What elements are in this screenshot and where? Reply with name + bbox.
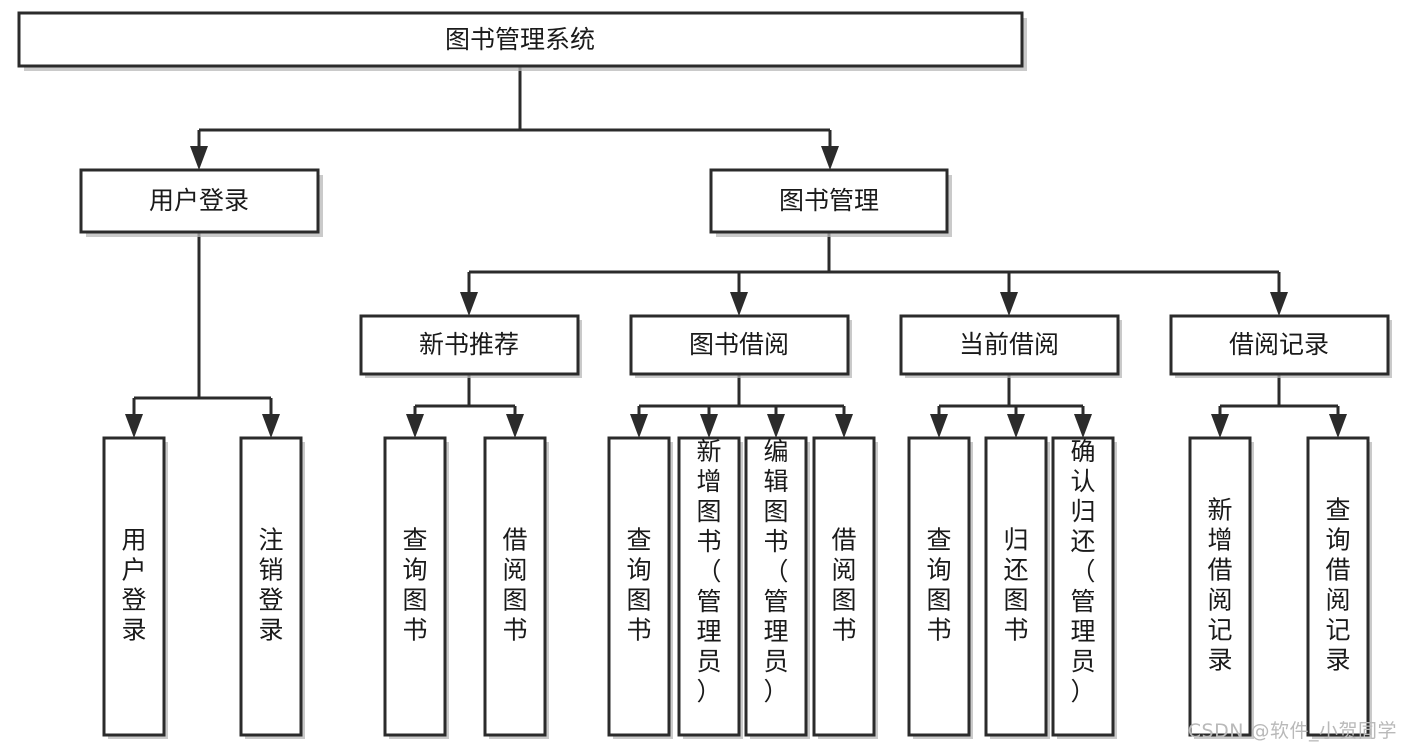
connector-current-borrow-bus [937,374,1085,418]
connector-borrow-records-bus [1218,374,1340,418]
node-new-book-recommend[interactable]: 新书推荐 [359,314,582,378]
arrow-to-leaf-query-book-3 [930,414,948,438]
arrow-to-user-login [190,146,208,170]
arrow-to-leaf-logout-login [262,414,280,438]
connector-user-login-bus [132,232,273,416]
node-leaf-edit-book-admin-box[interactable] [744,436,808,737]
node-leaf-user-login-box[interactable] [102,436,166,737]
node-leaf-add-borrow-record[interactable]: 新增借阅记录 [1188,436,1254,739]
node-leaf-logout-login-label: 注销登录 [258,526,283,645]
node-leaf-query-book-2[interactable]: 查询图书 [607,436,673,739]
node-leaf-edit-book-admin-label: 编辑图书（管理员） [763,437,788,706]
node-book-borrow-label: 图书借阅 [689,330,789,359]
arrow-to-leaf-return-book [1007,414,1025,438]
node-leaf-edit-book-admin[interactable]: 编辑图书（管理员） [744,436,810,739]
node-leaf-user-login-label: 用户登录 [121,526,146,645]
node-borrow-records-label: 借阅记录 [1229,330,1329,359]
node-new-book-recommend-label: 新书推荐 [419,330,519,359]
arrow-to-leaf-add-borrow-record [1211,414,1229,438]
node-root-label: 图书管理系统 [445,25,595,54]
node-book-management[interactable]: 图书管理 [709,168,952,237]
node-leaf-borrow-book-2-label: 借阅图书 [831,526,856,645]
node-leaf-query-book-1[interactable]: 查询图书 [383,436,449,739]
connector-new-book-recommend-bus [413,374,517,418]
node-leaf-add-book-admin[interactable]: 新增图书（管理员） [677,436,743,739]
arrow-to-leaf-borrow-book-2 [835,414,853,438]
node-leaf-add-borrow-record-box[interactable] [1188,436,1252,737]
node-leaf-return-book[interactable]: 归还图书 [984,436,1050,739]
node-leaf-confirm-return-admin-label: 确认归还（管理员） [1070,437,1095,706]
arrow-to-leaf-borrow-book-1 [506,414,524,438]
node-current-borrow-label: 当前借阅 [959,330,1059,359]
arrow-to-leaf-add-book-admin [700,414,718,438]
connector-layer [125,66,1347,438]
connector-book-management-bus [467,232,1281,294]
node-leaf-query-book-1-label: 查询图书 [402,526,427,645]
node-leaf-logout-login-box[interactable] [239,436,303,737]
node-leaf-borrow-book-2-box[interactable] [812,436,876,737]
node-user-login-label: 用户登录 [149,186,249,215]
connector-book-borrow-bus [637,374,846,418]
arrow-to-book-borrow [730,292,748,316]
node-leaf-logout-login[interactable]: 注销登录 [239,436,305,739]
node-leaf-query-book-3-label: 查询图书 [926,526,951,645]
node-leaf-return-book-label: 归还图书 [1003,526,1028,645]
node-leaf-confirm-return-admin-box[interactable] [1051,436,1115,737]
node-current-borrow[interactable]: 当前借阅 [899,314,1122,378]
node-book-management-box[interactable] [709,168,949,234]
arrow-to-current-borrow [1000,292,1018,316]
node-new-book-recommend-box[interactable] [359,314,580,376]
node-current-borrow-box[interactable] [899,314,1120,376]
connector-root-bus [197,66,832,148]
arrow-to-borrow-records [1270,292,1288,316]
node-root[interactable]: 图书管理系统 [17,11,1027,71]
node-leaf-add-borrow-record-label: 新增借阅记录 [1207,496,1232,675]
node-leaf-query-book-3[interactable]: 查询图书 [907,436,973,739]
node-leaf-query-borrow-record-label: 查询借阅记录 [1325,496,1350,675]
node-user-login[interactable]: 用户登录 [79,168,323,237]
node-leaf-borrow-book-1[interactable]: 借阅图书 [483,436,549,739]
node-root-box[interactable] [17,11,1024,68]
node-leaf-add-book-admin-box[interactable] [677,436,741,737]
leaf-nodes-layer: 用户登录 注销登录 查询图书 借阅图书 查询图书 [102,436,1372,739]
node-leaf-query-book-1-box[interactable] [383,436,447,737]
arrow-to-leaf-query-borrow-record [1329,414,1347,438]
arrow-to-book-management [821,146,839,170]
node-borrow-records-box[interactable] [1169,314,1390,376]
arrow-to-leaf-edit-book-admin [767,414,785,438]
arrow-to-leaf-confirm-return-admin [1074,414,1092,438]
arrow-to-leaf-query-book-2 [630,414,648,438]
arrow-to-new-book-recommend [460,292,478,316]
node-leaf-confirm-return-admin[interactable]: 确认归还（管理员） [1051,436,1117,739]
node-book-borrow-box[interactable] [629,314,850,376]
node-leaf-query-book-2-box[interactable] [607,436,671,737]
node-leaf-query-book-2-label: 查询图书 [626,526,651,645]
node-leaf-user-login[interactable]: 用户登录 [102,436,168,739]
node-book-borrow[interactable]: 图书借阅 [629,314,852,378]
node-leaf-query-borrow-record[interactable]: 查询借阅记录 [1306,436,1372,739]
node-leaf-borrow-book-2[interactable]: 借阅图书 [812,436,878,739]
node-leaf-borrow-book-1-label: 借阅图书 [502,526,527,645]
node-leaf-return-book-box[interactable] [984,436,1048,737]
node-book-management-label: 图书管理 [779,186,879,215]
arrow-to-leaf-user-login [125,414,143,438]
node-user-login-box[interactable] [79,168,320,234]
node-borrow-records[interactable]: 借阅记录 [1169,314,1392,378]
arrow-to-leaf-query-book-1 [406,414,424,438]
node-leaf-add-book-admin-label: 新增图书（管理员） [696,437,721,706]
node-leaf-query-borrow-record-box[interactable] [1306,436,1370,737]
node-leaf-query-book-3-box[interactable] [907,436,971,737]
node-leaf-borrow-book-1-box[interactable] [483,436,547,737]
